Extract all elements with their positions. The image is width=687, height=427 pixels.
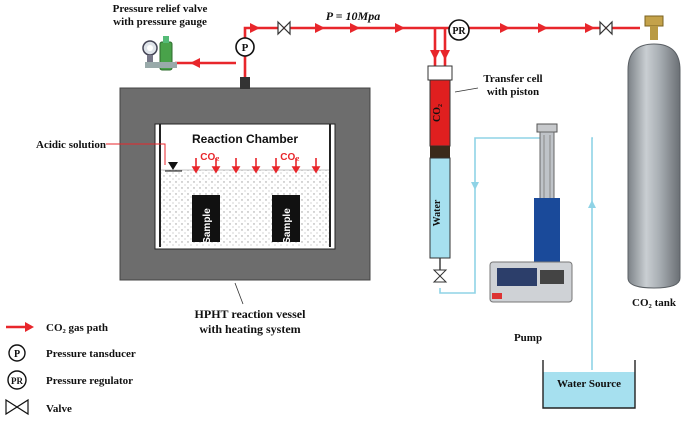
legend-valve-label: Valve [46,403,72,415]
legend-regulator-label: Pressure regulator [46,375,133,387]
vessel-label-line1: HPHT reaction vessel [195,307,307,321]
sample-block-1 [192,195,220,242]
pressure-relief-valve-icon [142,36,177,71]
valve-top-right [599,20,613,36]
pressure-regulator-icon: PR [448,19,470,41]
sample-label-2: Sample [282,208,293,244]
legend-transducer-symbol: P [14,349,20,360]
water-cell-label: Water [432,199,443,226]
svg-text:P: P [242,42,249,54]
pressure-value-label: P = 10Mpa [326,9,380,23]
sample-label-1: Sample [202,208,213,244]
hpht-reaction-vessel: Sample Sample [119,77,371,281]
reaction-chamber-label: Reaction Chamber [192,132,298,146]
co2-diffusion-arrows [191,158,321,174]
water-path [439,137,596,370]
co2-label-2: CO₂ [280,152,299,163]
transfer-cell-label-line2: with piston [487,86,539,98]
co2-tank-icon [627,15,681,289]
pump-label: Pump [514,332,542,344]
legend-transducer-label: Pressure tansducer [46,348,136,360]
legend-gas-path-label: CO₂ gas path [46,322,108,334]
co2-tank-label: CO₂ tank [632,297,677,309]
legend-regulator-symbol: PR [11,376,23,386]
svg-text:PR: PR [452,26,466,37]
co2-cell-label: CO₂ [432,104,443,122]
gas-flow-arrows [190,23,595,125]
water-source-label: Water Source [557,378,621,390]
acidic-solution-label: Acidic solution [36,139,106,151]
pump-icon [489,123,573,303]
vessel-label-line2: with heating system [199,322,300,336]
sample-block-2 [272,195,300,242]
pressure-transducer-icon: P [235,37,255,57]
transfer-cell-label-line1: Transfer cell [483,73,542,85]
valve-top-left [277,20,291,36]
legend: CO₂ gas path P Pressure tansducer PR Pre… [5,322,136,416]
relief-valve-label-line2: with pressure gauge [113,16,207,28]
relief-valve-label-line1: Pressure relief valve [113,3,208,15]
co2-label-1: CO₂ [200,152,219,163]
water-source-container [542,360,636,409]
transfer-cell [427,65,453,283]
legend-valve-icon [5,398,29,416]
